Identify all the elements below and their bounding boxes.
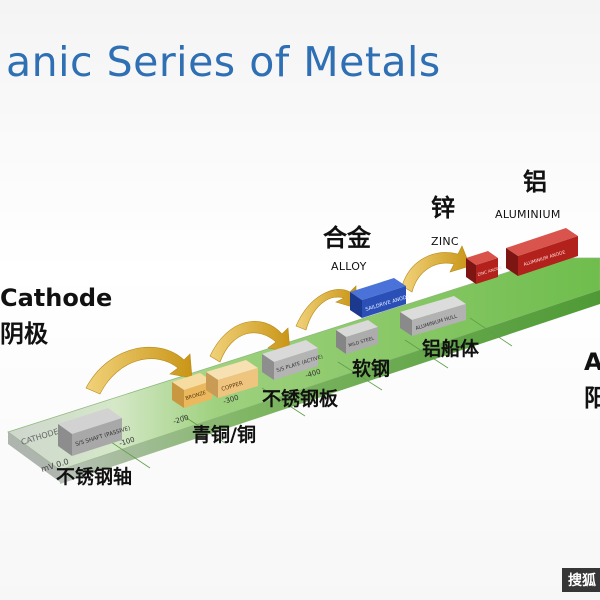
cathode-label-en: Cathode <box>0 284 113 312</box>
block-mild-steel: MILD STEEL <box>336 320 378 354</box>
block-aluminium-anode: ALUMINIUM ANODE <box>506 228 578 276</box>
watermark: 搜狐 <box>562 568 600 592</box>
anode-label-en: A <box>584 348 600 376</box>
label-ss-plate: 不锈钢板 <box>262 388 339 410</box>
label-zinc-zh: 锌 <box>431 194 455 222</box>
block-copper: COPPER <box>206 360 258 398</box>
block-bronze-text: BRONZE <box>185 390 207 402</box>
bar-bottom-face <box>60 290 600 484</box>
label-alloy-zh: 合金 <box>323 224 371 252</box>
bar-dividers <box>107 317 513 469</box>
block-al-hull: ALUMINIUM HULL <box>400 296 466 336</box>
block-bronze: BRONZE <box>172 373 212 408</box>
block-zinc-anode: ZINC ANODE <box>466 251 503 284</box>
label-ss-shaft: 不锈钢轴 <box>56 466 133 488</box>
label-alloy-en: ALLOY <box>331 260 367 273</box>
cathode-label-zh: 阴极 <box>0 320 48 348</box>
label-aluminium-zh: 铝 <box>523 168 547 196</box>
label-mild-steel: 软钢 <box>352 358 391 380</box>
bar-front-face <box>8 432 60 482</box>
label-al-hull: 铝船体 <box>422 338 480 360</box>
label-aluminium-en: ALUMINIUM <box>495 208 561 221</box>
block-ss-shaft: S/S SHAFT (PASSIVE) <box>58 408 131 456</box>
page-title: anic Series of Metals <box>6 38 441 86</box>
arrow-alloy-to-zinc <box>401 245 471 293</box>
label-zinc-en: ZINC <box>431 235 459 248</box>
label-bronze-copper: 青铜/铜 <box>192 424 256 446</box>
anode-label-zh: 阳 <box>584 384 600 412</box>
